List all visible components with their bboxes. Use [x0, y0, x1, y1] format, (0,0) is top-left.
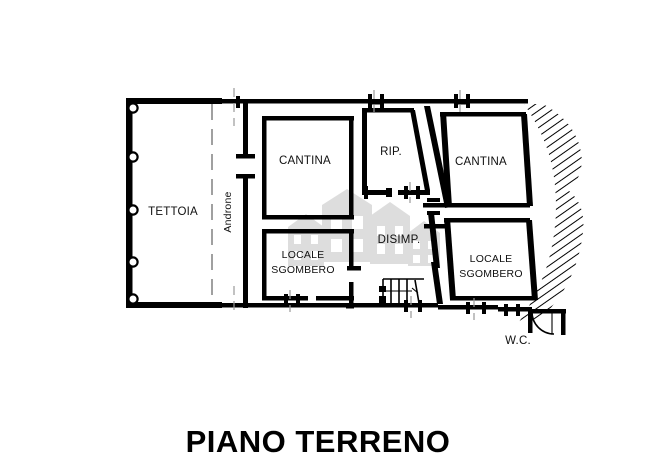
- room-label-locale-sgombero-left-line2: SGOMBERO: [271, 264, 334, 276]
- room-label-wc: W.C.: [505, 335, 531, 347]
- column-icon: [127, 293, 139, 305]
- room-label-cantina-left: CANTINA: [279, 155, 331, 167]
- androne-centerline: [211, 88, 235, 316]
- page-title: PIANO TERRENO: [186, 424, 451, 459]
- opening-centerlines: [289, 90, 475, 320]
- wc-door-swing: [531, 311, 555, 335]
- room-label-tettoia: TETTOIA: [148, 206, 198, 218]
- column-icon: [127, 151, 139, 163]
- tettoia-pillars: [127, 102, 139, 305]
- door-jamb: [347, 266, 361, 271]
- room-label-cantina-right: CANTINA: [455, 156, 507, 168]
- door-jamb: [424, 224, 446, 229]
- room-label-locale-sgombero-right-line2: SGOMBERO: [459, 268, 522, 280]
- room-label-rip: RIP.: [380, 146, 402, 158]
- staircase: [379, 278, 424, 305]
- room-labels: TETTOIA Androne CANTINA RIP. CANTINA LOC…: [148, 146, 531, 347]
- room-label-androne: Androne: [222, 191, 234, 232]
- room-label-disimp: DISIMP.: [378, 234, 421, 246]
- interior-walls: [236, 99, 566, 335]
- room-label-locale-sgombero-left-line1: LOCALE: [282, 249, 325, 261]
- column-icon: [127, 102, 139, 114]
- door-jamb: [236, 174, 255, 179]
- door-jamb: [386, 188, 392, 197]
- column-icon: [127, 256, 139, 268]
- column-icon: [127, 204, 139, 216]
- opening-marks: [236, 94, 520, 316]
- door-jamb: [236, 154, 255, 159]
- room-label-locale-sgombero-right-line1: LOCALE: [470, 253, 513, 265]
